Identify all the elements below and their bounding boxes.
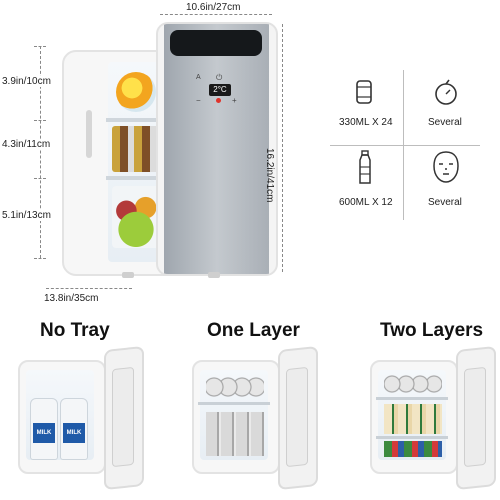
status-indicator-icon [216,98,221,103]
face-mask-icon [433,151,459,183]
shelf-top-label: 3.9in/10cm [2,76,51,87]
shelf-tick [34,120,46,121]
shelf-tick [34,46,46,47]
bottles-capacity-label: 600ML X 12 [339,197,393,208]
config-title-two-layers: Two Layers [380,320,484,341]
fruit-bowl-icon [116,72,156,112]
shelf-bottom [106,176,170,180]
bottles-middle-row [384,404,442,434]
shelf-middle-label: 4.3in/11cm [2,139,51,150]
mode-button-icon[interactable]: A [196,74,201,81]
depth-dimension-label: 13.8in/35cm [44,293,99,304]
shelf [198,402,270,405]
width-dimension-label: 10.6in/27cm [186,2,241,13]
fruit-capacity-label: Several [428,117,462,128]
drinks-bottom-row [384,441,442,457]
door-bin [112,366,134,468]
can-icon [356,80,372,104]
config-title-one-layer: One Layer [207,320,300,341]
milk-label: MILK [63,423,85,443]
milk-jug-icon: MILK [30,398,58,460]
minus-button-icon[interactable]: − [196,96,201,105]
shelf-height-line [40,46,41,258]
bottle-icon [359,150,371,184]
cans-capacity-label: 330ML X 24 [339,117,393,128]
cans-bottom-row [206,412,264,456]
door-bin [464,366,486,468]
fridge-foot [208,272,220,278]
fruit-icon [435,79,457,105]
grapes-icon [112,186,160,248]
shelf-top [106,118,170,122]
fridge-door [156,22,278,276]
height-dimension-label: 16.2in/41cm [264,148,275,203]
power-button-icon[interactable]: ⏻ [216,73,223,82]
drinks-icon [112,126,162,172]
fridge-foot [122,272,134,278]
temperature-display: 2°C [209,84,231,96]
shelf-bottom-label: 5.1in/13cm [2,210,51,221]
shelf-tick [34,258,46,259]
control-panel: A ⏻ 2°C − + [196,73,246,108]
shelf [376,436,448,439]
door-bin [286,366,308,468]
shelf [376,397,448,400]
width-dimension-line [160,14,272,15]
mask-capacity-label: Several [428,197,462,208]
cans-top-row [206,376,264,398]
config-title-no-tray: No Tray [40,320,110,341]
grid-divider-horizontal [330,145,480,146]
milk-label: MILK [33,423,55,443]
depth-dimension-line [46,288,132,289]
milk-jug-icon: MILK [60,398,88,460]
shelf-tick [34,178,46,179]
plus-button-icon[interactable]: + [232,96,237,105]
door-handle [86,110,92,158]
cans-top-row [384,374,442,394]
door-top-panel [170,30,262,56]
height-dimension-line [282,24,283,272]
